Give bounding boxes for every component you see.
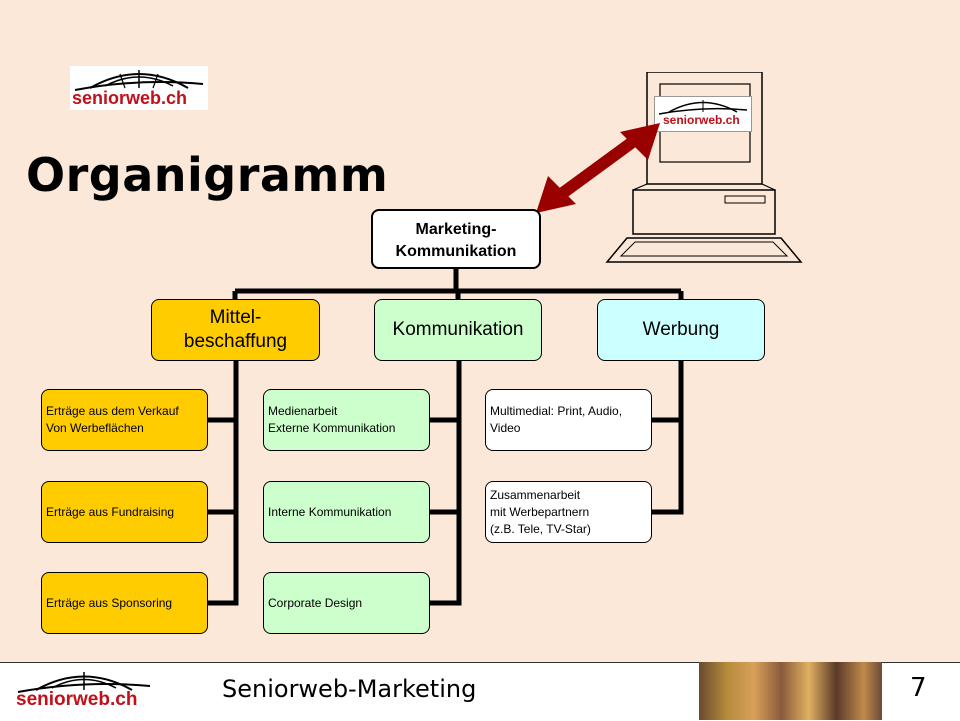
org-item-box: Zusammenarbeit mit Werbepartnern (z.B. T… <box>485 481 652 543</box>
category-label: Mittel- beschaffung <box>183 307 288 352</box>
org-item-label: Zusammenarbeit mit Werbepartnern (z.B. T… <box>490 487 591 536</box>
globe-swoosh-icon <box>74 70 204 91</box>
org-root-label: Marketing- Kommunikation <box>395 221 517 260</box>
org-connectors <box>208 269 684 606</box>
org-item-label: Multimedial: Print, Audio, Video <box>490 404 623 435</box>
category-label: Werbung <box>642 319 720 340</box>
org-item-label: Erträge aus Fundraising <box>46 504 175 519</box>
category-werbung: Werbung <box>597 299 765 361</box>
org-item-label: Interne Kommunikation <box>268 504 392 519</box>
monitor-logo: seniorweb.ch <box>654 96 752 132</box>
page-number: 7 <box>910 673 927 703</box>
double-arrow-icon <box>536 123 660 213</box>
org-item-label: Medienarbeit Externe Kommunikation <box>268 404 396 435</box>
org-item-box: Medienarbeit Externe Kommunikation <box>263 389 430 451</box>
org-item-box: Erträge aus dem Verkauf Von Werbeflächen <box>41 389 208 451</box>
footer-logo: seniorweb.ch <box>14 667 154 715</box>
category-kommunikation: Kommunikation <box>374 299 542 361</box>
footer-logo-text: seniorweb.ch <box>16 689 138 710</box>
org-item-label: Corporate Design <box>268 595 363 610</box>
org-item-box: Interne Kommunikation <box>263 481 430 543</box>
globe-swoosh-icon <box>17 672 151 693</box>
globe-swoosh-icon <box>658 100 748 115</box>
header-logo: seniorweb.ch <box>70 66 208 110</box>
org-item-box: Erträge aus Fundraising <box>41 481 208 543</box>
footer-photo <box>699 662 882 720</box>
org-item-box: Erträge aus Sponsoring <box>41 572 208 634</box>
monitor-logo-text: seniorweb.ch <box>663 113 740 127</box>
page-title: Organigramm <box>26 148 389 202</box>
org-item-box: Corporate Design <box>263 572 430 634</box>
org-root-box: Marketing- Kommunikation <box>371 209 541 269</box>
footer-title: Seniorweb-Marketing <box>222 675 477 703</box>
category-label: Kommunikation <box>392 319 524 340</box>
org-item-label: Erträge aus dem Verkauf Von Werbeflächen <box>46 404 179 435</box>
category-mittelbeschaffung: Mittel- beschaffung <box>151 299 320 361</box>
logo-text: seniorweb.ch <box>72 88 188 108</box>
org-item-box: Multimedial: Print, Audio, Video <box>485 389 652 451</box>
org-item-label: Erträge aus Sponsoring <box>46 595 173 610</box>
